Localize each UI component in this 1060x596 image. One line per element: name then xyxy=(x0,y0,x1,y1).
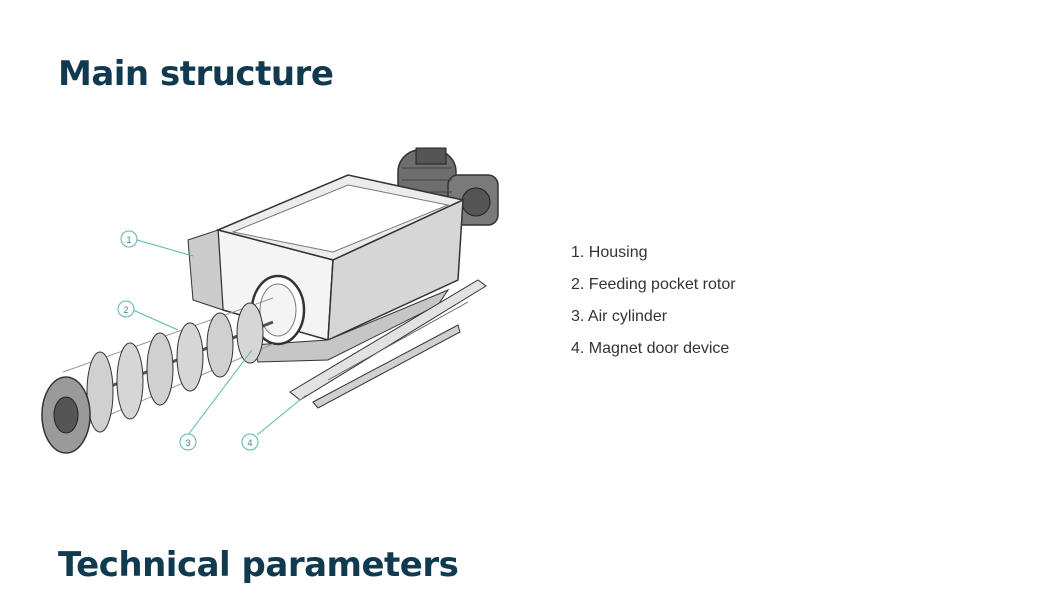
callout-markers: 1 2 3 4 xyxy=(117,230,259,451)
callout-marker-3: 3 xyxy=(179,433,197,451)
callout-leaders xyxy=(132,239,307,436)
legend-item-air-cylinder: 3. Air cylinder xyxy=(571,308,668,325)
legend-item-feeding-pocket-rotor: 2. Feeding pocket rotor xyxy=(571,276,736,293)
legend-item-magnet-door-device: 4. Magnet door device xyxy=(571,340,730,357)
callout-marker-1: 1 xyxy=(120,230,138,248)
callout-marker-2: 2 xyxy=(117,300,135,318)
callout-label-1: 1 xyxy=(126,235,131,245)
section-title-main-structure: Main structure xyxy=(58,54,334,94)
feeding-pocket-rotor xyxy=(41,297,274,454)
magnet-door-device xyxy=(289,279,487,409)
rotary-feeder-illustration: 1 2 3 4 xyxy=(41,147,499,454)
callout-label-3: 3 xyxy=(185,438,190,448)
component-legend: 1. Housing 2. Feeding pocket rotor 3. Ai… xyxy=(571,242,736,370)
callout-label-2: 2 xyxy=(123,305,128,315)
legend-item-housing: 1. Housing xyxy=(571,244,648,261)
callout-marker-4: 4 xyxy=(241,433,259,451)
section-title-technical-parameters: Technical parameters xyxy=(58,545,459,585)
callout-label-4: 4 xyxy=(247,438,252,448)
